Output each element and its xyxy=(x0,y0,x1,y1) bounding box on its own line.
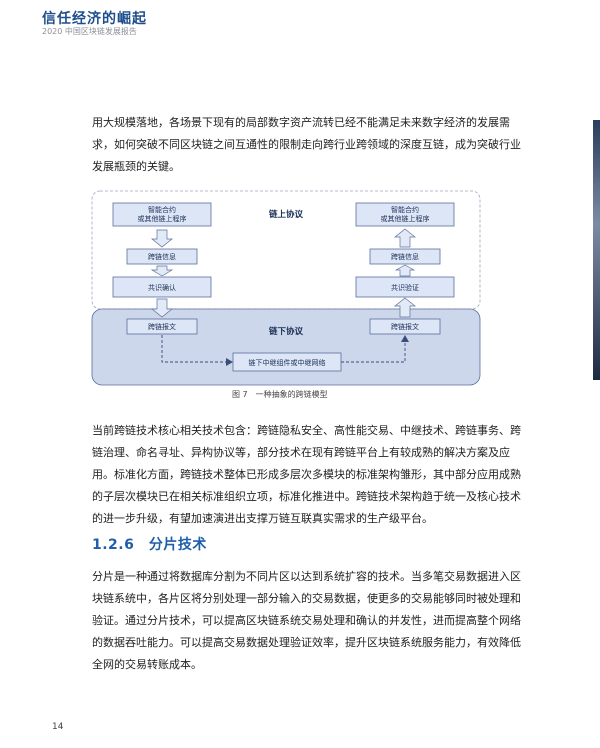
right-smart-contract-line2: 或其他链上程序 xyxy=(381,214,430,223)
left-message-box xyxy=(126,318,198,335)
right-up-arrow-1 xyxy=(394,228,416,248)
section-heading: 1.2.6 分片技术 xyxy=(92,537,207,553)
right-up-arrow-3 xyxy=(394,297,416,318)
left-cross-chain-info-box xyxy=(126,248,198,265)
right-up-arrow-2 xyxy=(394,264,416,277)
paragraph-intro: 用大规模落地，各场景下现有的局部数字资产流转已经不能满足未来数字经济的发展需求，… xyxy=(92,116,521,173)
decorative-side-strip xyxy=(593,120,600,380)
left-to-relay-dashed-line xyxy=(161,335,226,363)
cross-chain-model-diagram: 链上协议 链下协议 智能合约 或其他链上程序 跨链信息 共识确认 跨链报文 智能… xyxy=(91,190,481,386)
right-smart-contract-box xyxy=(355,202,455,227)
left-smart-contract-line2: 或其他链上程序 xyxy=(138,214,187,223)
paragraph-sharding: 分片是一种通过将数据库分割为不同片区以达到系统扩容的技术。当多笔交易数据进入区块… xyxy=(92,570,521,671)
left-cross-chain-info-label: 跨链信息 xyxy=(148,252,176,261)
left-to-relay-arrowhead xyxy=(226,358,233,366)
right-consensus-box xyxy=(355,276,455,298)
figure-caption: 图 7 一种抽象的跨链模型 xyxy=(232,390,328,399)
right-cross-chain-info-label: 跨链信息 xyxy=(391,252,419,261)
left-smart-contract-line1: 智能合约 xyxy=(148,205,176,214)
page-number: 14 xyxy=(52,722,64,732)
report-header-title: 信任经济的崛起 xyxy=(42,11,147,27)
right-cross-chain-info-box xyxy=(369,248,441,265)
right-consensus-label: 共识验证 xyxy=(391,283,419,292)
relay-to-right-dashed-line xyxy=(341,342,406,363)
left-down-arrow-3 xyxy=(151,298,173,318)
right-smart-contract-line1: 智能合约 xyxy=(391,205,419,214)
relay-to-right-arrowhead xyxy=(401,335,409,342)
off-chain-label: 链下协议 xyxy=(269,326,304,337)
report-header-subtitle: 2020 中国区块链发展报告 xyxy=(42,27,137,36)
left-down-arrow-2 xyxy=(150,265,174,277)
right-message-label: 跨链报文 xyxy=(391,322,419,331)
right-message-box xyxy=(369,318,441,335)
left-consensus-box xyxy=(112,276,212,298)
paragraph-cross-chain-tech: 当前跨链技术核心相关技术包含：跨链隐私安全、高性能交易、中继技术、跨链事务、跨链… xyxy=(92,424,521,525)
on-chain-label: 链上协议 xyxy=(269,209,304,220)
left-consensus-label: 共识确认 xyxy=(148,283,176,292)
left-message-label: 跨链报文 xyxy=(148,322,176,331)
left-down-arrow-1 xyxy=(151,229,173,248)
left-smart-contract-box xyxy=(112,202,212,227)
relay-component-label: 链下中继组件或中继网络 xyxy=(249,358,326,367)
